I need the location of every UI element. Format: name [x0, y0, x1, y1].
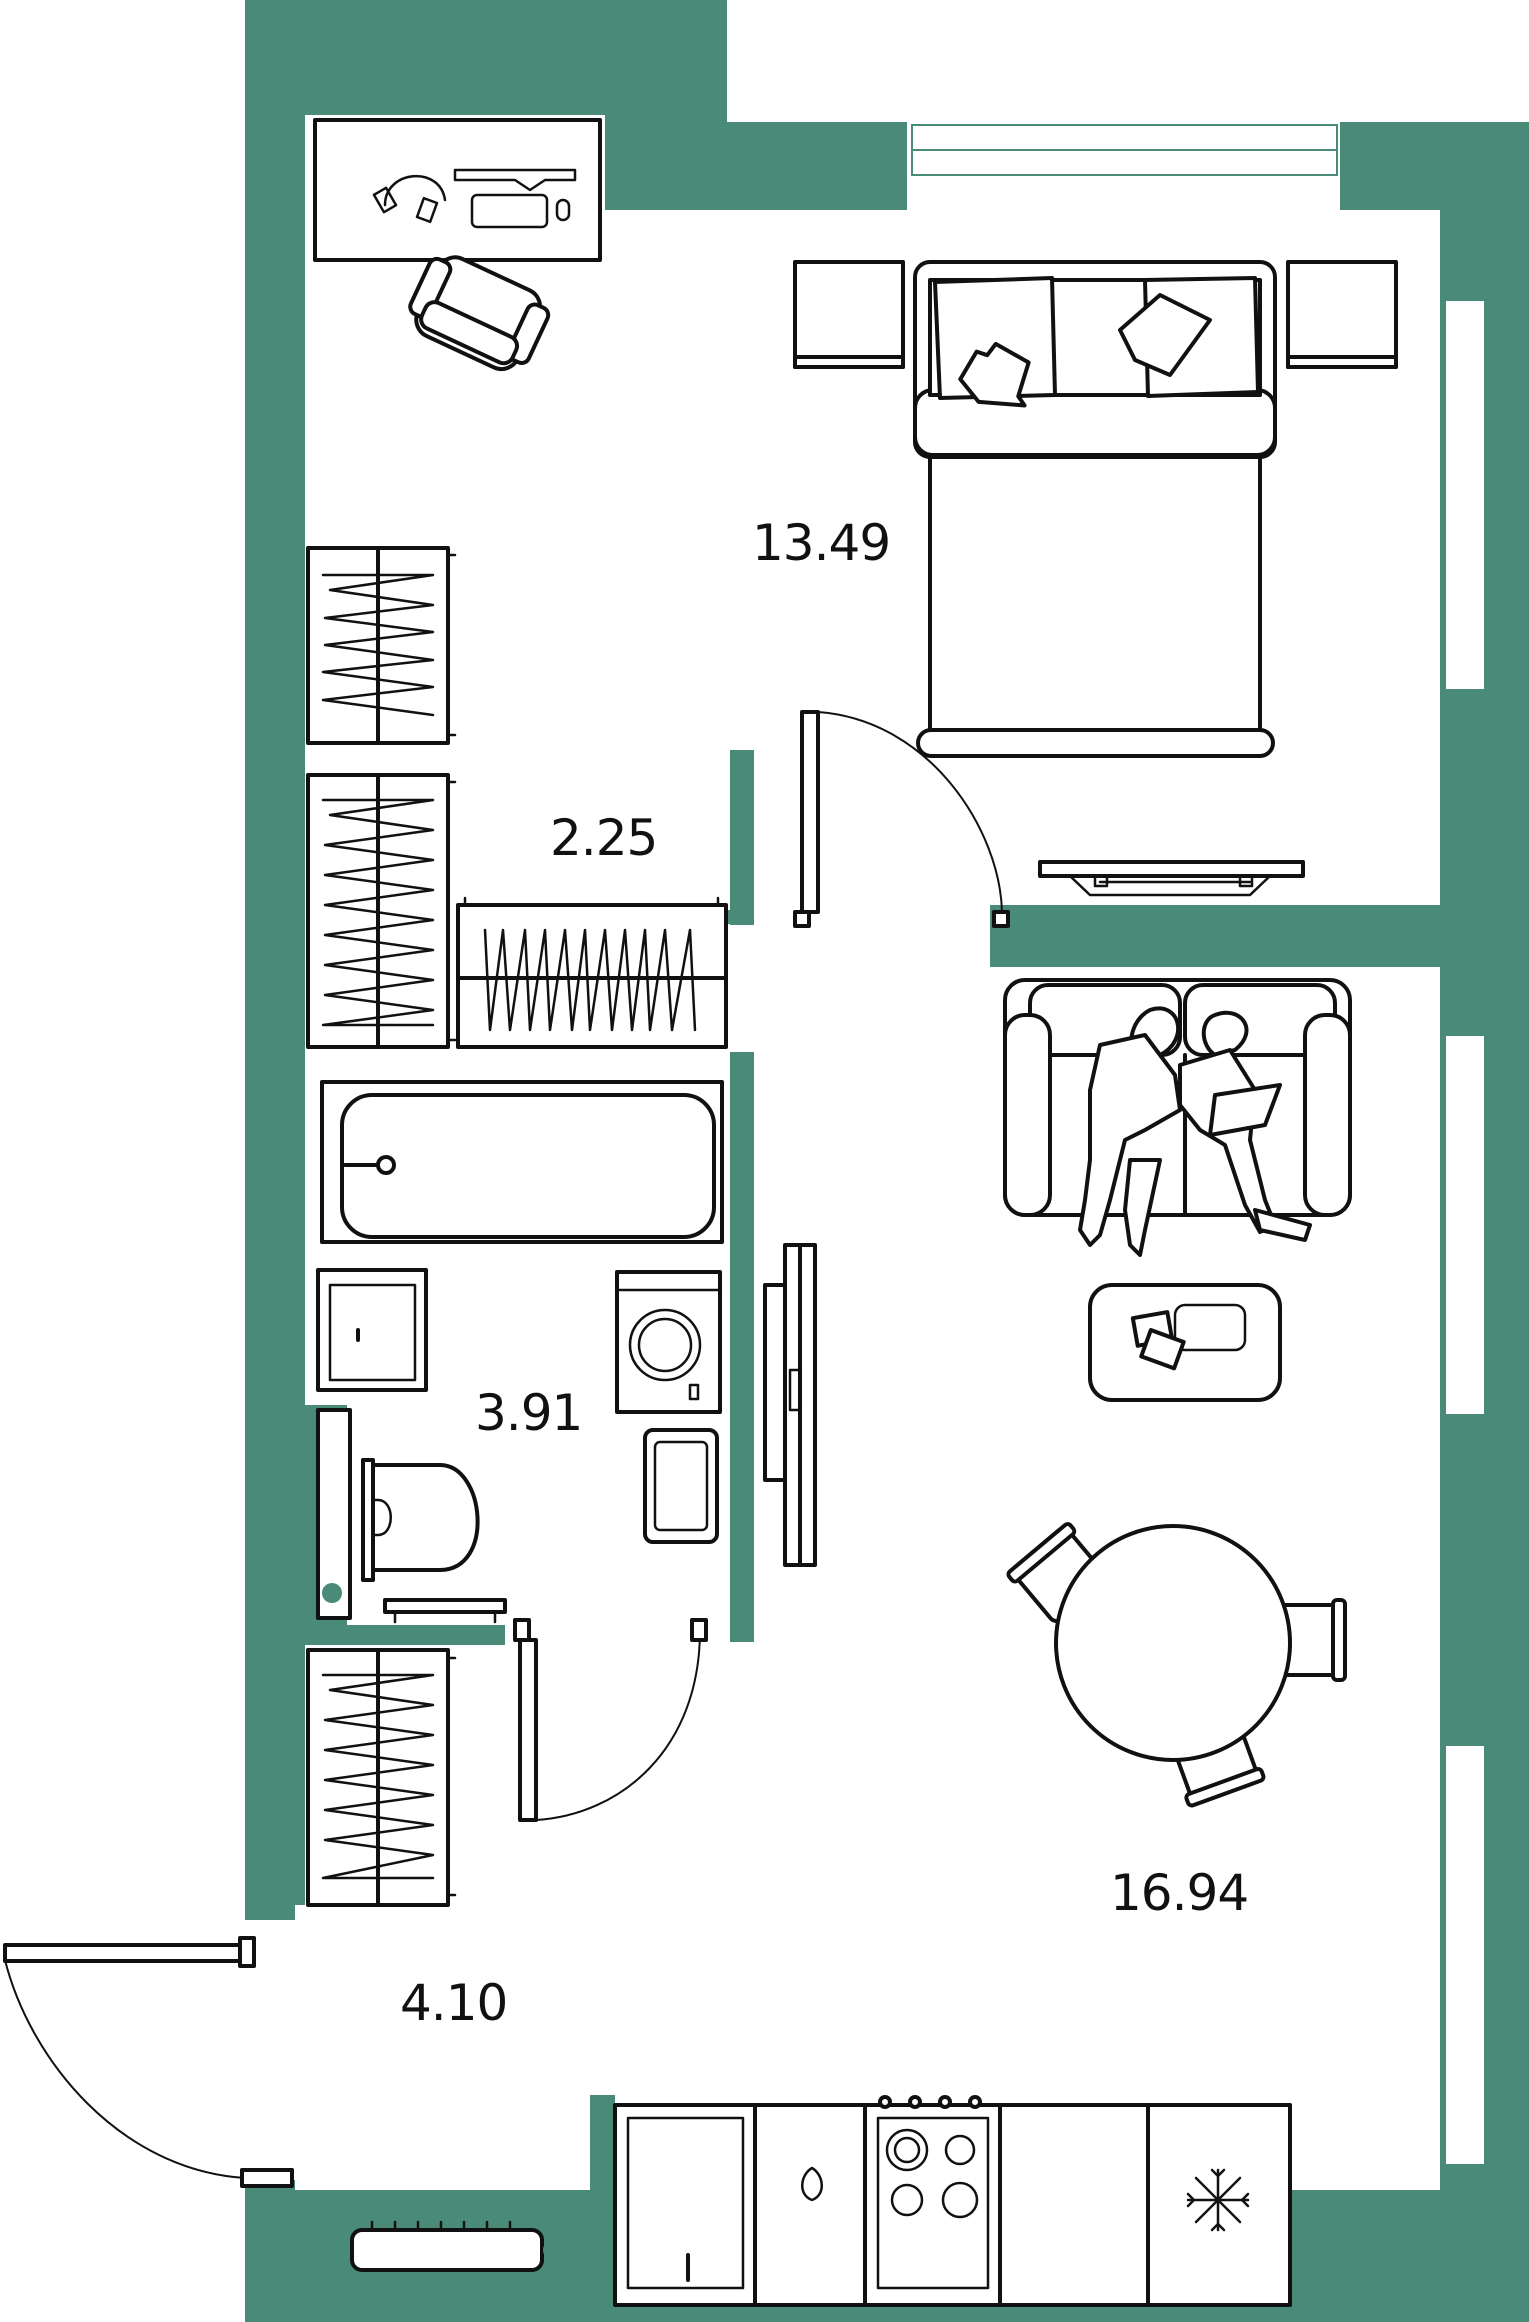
dining-table-icon [1006, 1522, 1347, 1808]
washing-machine-icon [615, 1270, 722, 1414]
room-area-living-kitchen: 16.94 [1110, 1864, 1248, 1922]
chair-icon [1273, 1598, 1347, 1682]
office-chair-icon [408, 255, 551, 372]
room-area-bedroom: 13.49 [752, 514, 890, 572]
nightstand-icon [793, 260, 905, 369]
wardrobe-icon [306, 1648, 457, 1907]
keyboard-icon [470, 193, 549, 229]
stove-icon [876, 2095, 990, 2290]
bed-icon [913, 260, 1277, 758]
pillow-icon [933, 276, 1260, 408]
nightstand-icon [1286, 260, 1398, 369]
door-icon[interactable] [513, 1618, 708, 1822]
radiator-icon [350, 2220, 563, 2272]
people-icon [1078, 1006, 1312, 1257]
kitchen-counter [613, 2095, 1292, 2307]
tv-icon [763, 1243, 817, 1567]
toilet-icon [316, 1408, 480, 1620]
wardrobe-icon [456, 896, 728, 1049]
room-area-wardrobe: 2.25 [550, 809, 657, 867]
room-area-bathroom: 3.91 [475, 1384, 582, 1442]
coffee-table-icon [1088, 1283, 1282, 1402]
sink-icon [626, 2116, 745, 2290]
drain-icon [322, 1583, 342, 1603]
mouse-icon [555, 198, 571, 222]
radiator-icon [383, 1598, 507, 1624]
bathtub-icon [320, 1080, 724, 1244]
wardrobe-icon [306, 773, 457, 1049]
headphones-icon [372, 175, 447, 224]
door-icon[interactable] [3, 1936, 294, 2188]
tv-icon [1038, 860, 1305, 897]
washbasin-icon [316, 1268, 428, 1392]
towel-rail-icon [643, 1428, 719, 1544]
window-icon [911, 124, 1486, 2166]
desk [313, 118, 602, 372]
faucet-icon [801, 2166, 823, 2202]
fridge-snowflake-icon [1186, 2168, 1250, 2232]
room-area-hall: 4.10 [400, 1974, 507, 2032]
wardrobe-icon [306, 546, 457, 745]
door-icon[interactable] [793, 710, 1010, 928]
monitor-icon [453, 168, 577, 192]
